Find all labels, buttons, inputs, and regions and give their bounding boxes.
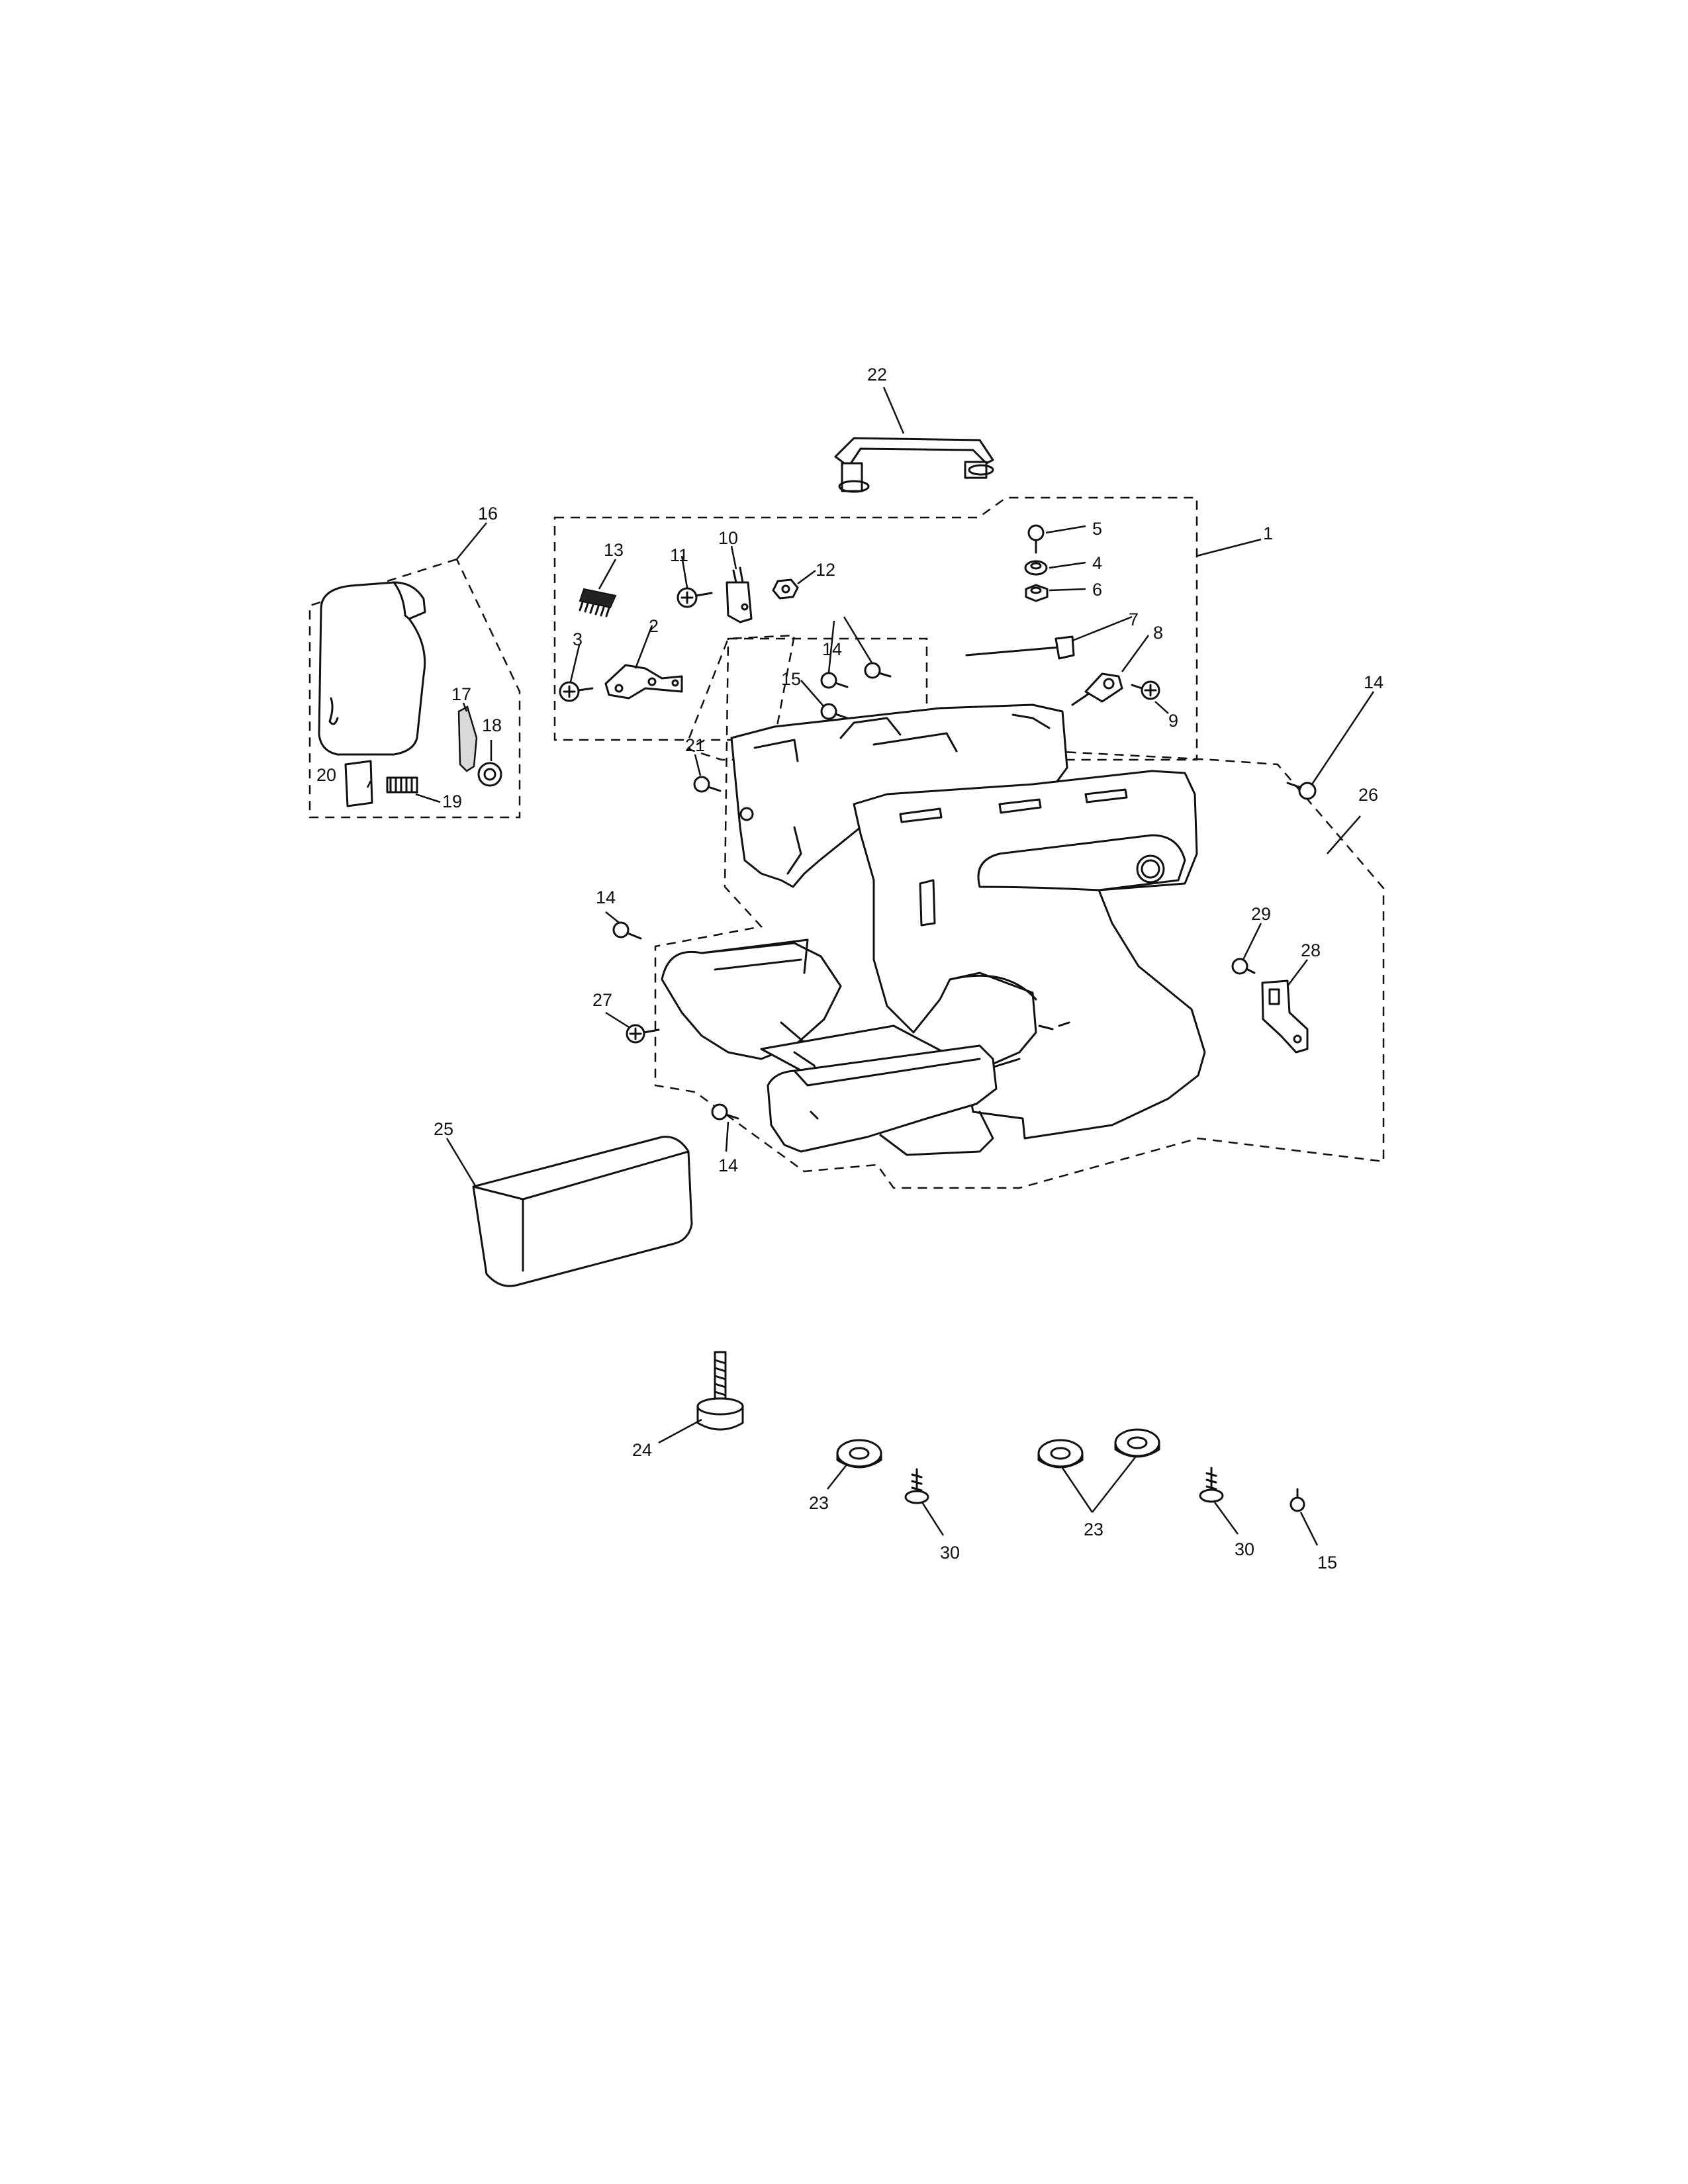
part-28-bracket bbox=[1261, 979, 1309, 1054]
callout-2: 2 bbox=[649, 616, 659, 636]
callout-1: 1 bbox=[1263, 523, 1273, 543]
part-20-card bbox=[344, 760, 373, 807]
callout-20: 20 bbox=[316, 765, 336, 785]
callout-25: 25 bbox=[434, 1119, 453, 1139]
part-17-clip bbox=[457, 705, 478, 772]
leader-lines bbox=[366, 387, 1375, 1546]
callout-23-right: 23 bbox=[1084, 1520, 1103, 1539]
callout-13: 13 bbox=[604, 540, 624, 560]
part-13-brush bbox=[579, 588, 617, 617]
part-14-screw-top-b bbox=[864, 662, 892, 679]
callout-12: 12 bbox=[816, 560, 835, 580]
part-24-stud bbox=[696, 1351, 744, 1431]
callout-22: 22 bbox=[867, 365, 887, 385]
accessory-compartment bbox=[767, 1044, 998, 1156]
callout-15-bottom: 15 bbox=[1317, 1553, 1337, 1572]
callout-3: 3 bbox=[573, 629, 583, 649]
callout-28: 28 bbox=[1301, 940, 1321, 960]
callout-9: 9 bbox=[1168, 711, 1178, 731]
callout-27: 27 bbox=[592, 990, 612, 1010]
callout-17: 17 bbox=[451, 684, 471, 704]
part-29-screw bbox=[1231, 958, 1256, 975]
part-2-plate bbox=[604, 664, 683, 700]
callout-23-left: 23 bbox=[809, 1493, 829, 1513]
part-14-screw-lower bbox=[711, 1103, 739, 1120]
group-26-dashed-boundary bbox=[654, 637, 1385, 1189]
part-27-screw bbox=[626, 1024, 660, 1044]
callout-26: 26 bbox=[1358, 785, 1378, 805]
callout-18: 18 bbox=[482, 715, 502, 735]
part-23-foot-b bbox=[1037, 1439, 1084, 1469]
part-10-lever bbox=[726, 567, 753, 623]
callout-30-right: 30 bbox=[1235, 1539, 1254, 1559]
part-21-screw bbox=[693, 776, 722, 793]
callout-5: 5 bbox=[1092, 519, 1102, 539]
group-1-dashed-boundary bbox=[553, 496, 1198, 761]
part-14-screw-right bbox=[1286, 782, 1317, 800]
callout-6: 6 bbox=[1092, 580, 1102, 600]
callout-11: 11 bbox=[670, 545, 688, 565]
callout-14-right: 14 bbox=[1364, 672, 1383, 692]
part-22-handle bbox=[834, 437, 994, 493]
part-4-washer bbox=[1024, 560, 1048, 576]
part-15-screw-top bbox=[820, 703, 849, 720]
part-12-nut bbox=[772, 578, 799, 600]
part-14-screw-left bbox=[612, 921, 642, 940]
part-19-brush bbox=[386, 776, 418, 794]
callout-4: 4 bbox=[1092, 553, 1102, 573]
callout-14-left: 14 bbox=[596, 887, 616, 907]
callout-19: 19 bbox=[442, 792, 462, 811]
part-8-arm bbox=[1071, 672, 1123, 706]
part-16-side-cover bbox=[318, 581, 426, 756]
callout-24: 24 bbox=[632, 1440, 652, 1460]
callout-29: 29 bbox=[1251, 904, 1271, 924]
part-9-screw bbox=[1131, 680, 1160, 700]
callout-16: 16 bbox=[478, 504, 498, 523]
callout-7: 7 bbox=[1129, 610, 1139, 629]
callout-labels: 22 1 16 5 4 6 7 8 9 10 11 12 13 2 3 14 1… bbox=[316, 365, 1383, 1572]
part-30-screw-a bbox=[904, 1468, 929, 1504]
part-11-screw bbox=[677, 587, 713, 608]
callout-15-top: 15 bbox=[781, 669, 801, 689]
part-14-screw-top-a bbox=[820, 672, 849, 689]
part-3-screw bbox=[559, 681, 594, 702]
part-6-nut bbox=[1025, 584, 1049, 602]
free-arm-front-cover bbox=[661, 938, 842, 1060]
callout-21: 21 bbox=[685, 735, 705, 755]
part-30-screw-b bbox=[1199, 1467, 1224, 1503]
callout-10: 10 bbox=[718, 528, 738, 548]
part-7-shaft bbox=[965, 635, 1075, 660]
part-26-housing bbox=[853, 770, 1206, 1140]
part-18-cap bbox=[477, 762, 502, 787]
part-15-screw-bottom bbox=[1289, 1488, 1305, 1512]
callout-14-top: 14 bbox=[822, 639, 842, 659]
callout-8: 8 bbox=[1153, 623, 1163, 643]
part-5-screw bbox=[1027, 524, 1045, 554]
part-23-foot-a bbox=[836, 1439, 882, 1469]
part-25-box bbox=[472, 1136, 693, 1287]
part-23-foot-c bbox=[1114, 1428, 1160, 1458]
callout-30-left: 30 bbox=[940, 1543, 960, 1563]
callout-14-lower: 14 bbox=[718, 1156, 738, 1175]
